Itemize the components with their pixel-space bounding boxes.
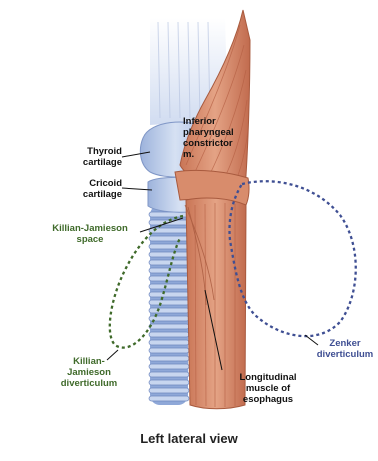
- tracheal-ring: [149, 300, 189, 305]
- tracheal-ring: [149, 284, 189, 289]
- tracheal-ring: [149, 244, 189, 249]
- label-thyroid-cartilage: Thyroid cartilage: [76, 146, 122, 168]
- tracheal-ring: [149, 236, 189, 241]
- tracheal-ring: [149, 260, 189, 265]
- tracheal-ring: [149, 388, 189, 393]
- tracheal-ring: [149, 276, 189, 281]
- tracheal-ring: [149, 348, 189, 353]
- tracheal-ring: [149, 292, 189, 297]
- tracheal-ring: [149, 364, 189, 369]
- label-longitudinal-muscle: Longitudinal muscle of esophagus: [228, 372, 308, 405]
- trachea: [149, 205, 189, 405]
- figure-caption: Left lateral view: [0, 431, 378, 446]
- label-cricoid-cartilage: Cricoid cartilage: [76, 178, 122, 200]
- tracheal-ring: [149, 380, 189, 385]
- tracheal-ring: [149, 252, 189, 257]
- tracheal-ring: [149, 332, 189, 337]
- tracheal-ring: [149, 372, 189, 377]
- label-zenker-diverticulum: Zenker diverticulum: [312, 338, 378, 360]
- label-killian-jamieson-diverticulum: Killian- Jamieson diverticulum: [54, 356, 124, 389]
- label-killian-jamieson-space: Killian-Jamieson space: [40, 223, 140, 245]
- tracheal-ring: [149, 324, 189, 329]
- tracheal-ring: [149, 396, 189, 401]
- tracheal-ring: [149, 356, 189, 361]
- tracheal-ring: [149, 340, 189, 345]
- tracheal-ring: [149, 308, 189, 313]
- label-inferior-constrictor: Inferior pharyngeal constrictor m.: [183, 116, 243, 160]
- tracheal-ring: [149, 316, 189, 321]
- zenker-diverticulum-outline: [230, 181, 356, 336]
